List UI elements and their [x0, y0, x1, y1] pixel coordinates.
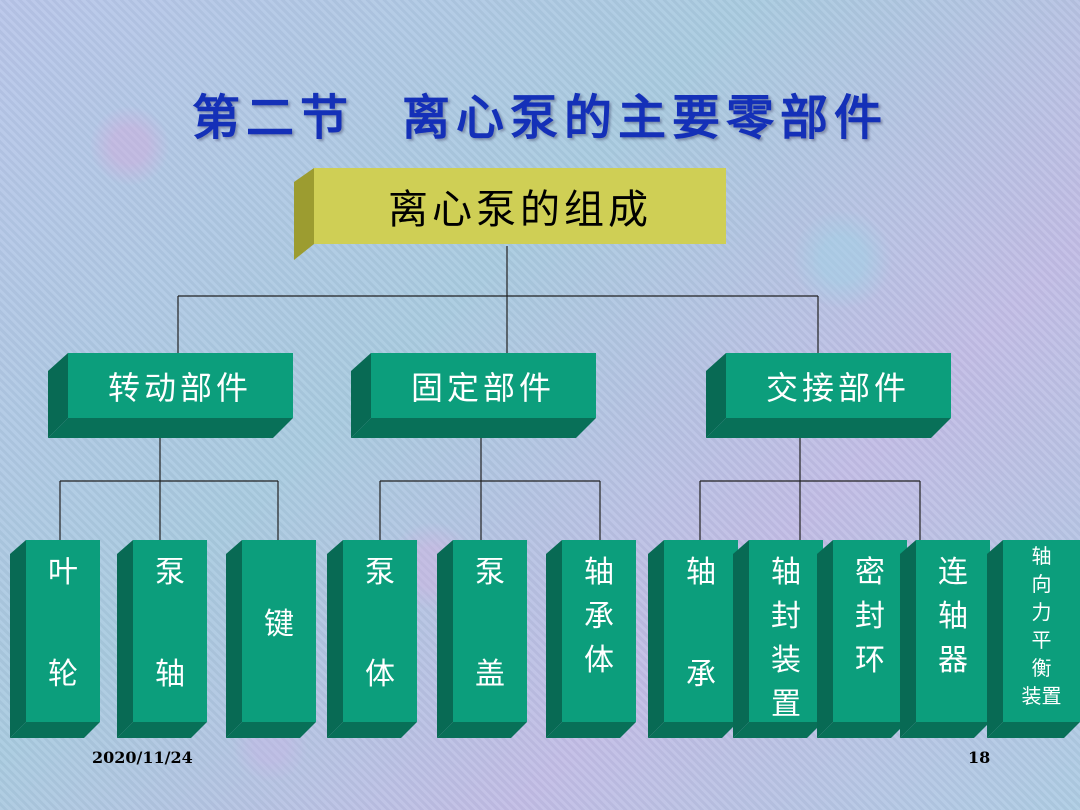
leaf-label: 轴承体: [562, 540, 636, 722]
category-fixed: 固定部件: [351, 353, 596, 438]
leaf-label: 轴承: [664, 540, 738, 722]
footer-date: 2020/11/24: [92, 748, 193, 767]
leaf-node: 密封环: [817, 540, 907, 738]
category-connecting: 交接部件: [706, 353, 951, 438]
leaf-node: 泵盖: [437, 540, 527, 738]
section-label: 第二节: [191, 90, 354, 146]
leaf-label: 轴向力平衡装置: [1003, 540, 1080, 722]
leaf-label: 键: [242, 540, 316, 722]
leaf-node: 轴封装置: [733, 540, 823, 738]
leaf-label: 泵轴: [133, 540, 207, 722]
leaf-label: 泵盖: [453, 540, 527, 722]
leaf-node: 泵轴: [117, 540, 207, 738]
root-label: 离心泵的组成: [314, 168, 726, 244]
category-label: 转动部件: [68, 353, 293, 418]
leaf-node: 轴承: [648, 540, 738, 738]
category-label: 交接部件: [726, 353, 951, 418]
slide-title: 第二节离心泵的主要零部件: [0, 78, 1080, 148]
category-label: 固定部件: [371, 353, 596, 418]
leaf-node: 轴承体: [546, 540, 636, 738]
leaf-label: 轴封装置: [749, 540, 823, 722]
leaf-node: 泵体: [327, 540, 417, 738]
section-title: 离心泵的主要零部件: [402, 90, 889, 146]
leaf-node: 叶轮: [10, 540, 100, 738]
leaf-label: 叶轮: [26, 540, 100, 722]
category-rotating: 转动部件: [48, 353, 293, 438]
leaf-node: 连轴器: [900, 540, 990, 738]
leaf-label: 泵体: [343, 540, 417, 722]
root-node: 离心泵的组成: [294, 168, 726, 260]
leaf-label: 连轴器: [916, 540, 990, 722]
page-number: 18: [968, 748, 991, 767]
leaf-label: 密封环: [833, 540, 907, 722]
leaf-node: 键: [226, 540, 316, 738]
leaf-node: 轴向力平衡装置: [987, 540, 1080, 738]
